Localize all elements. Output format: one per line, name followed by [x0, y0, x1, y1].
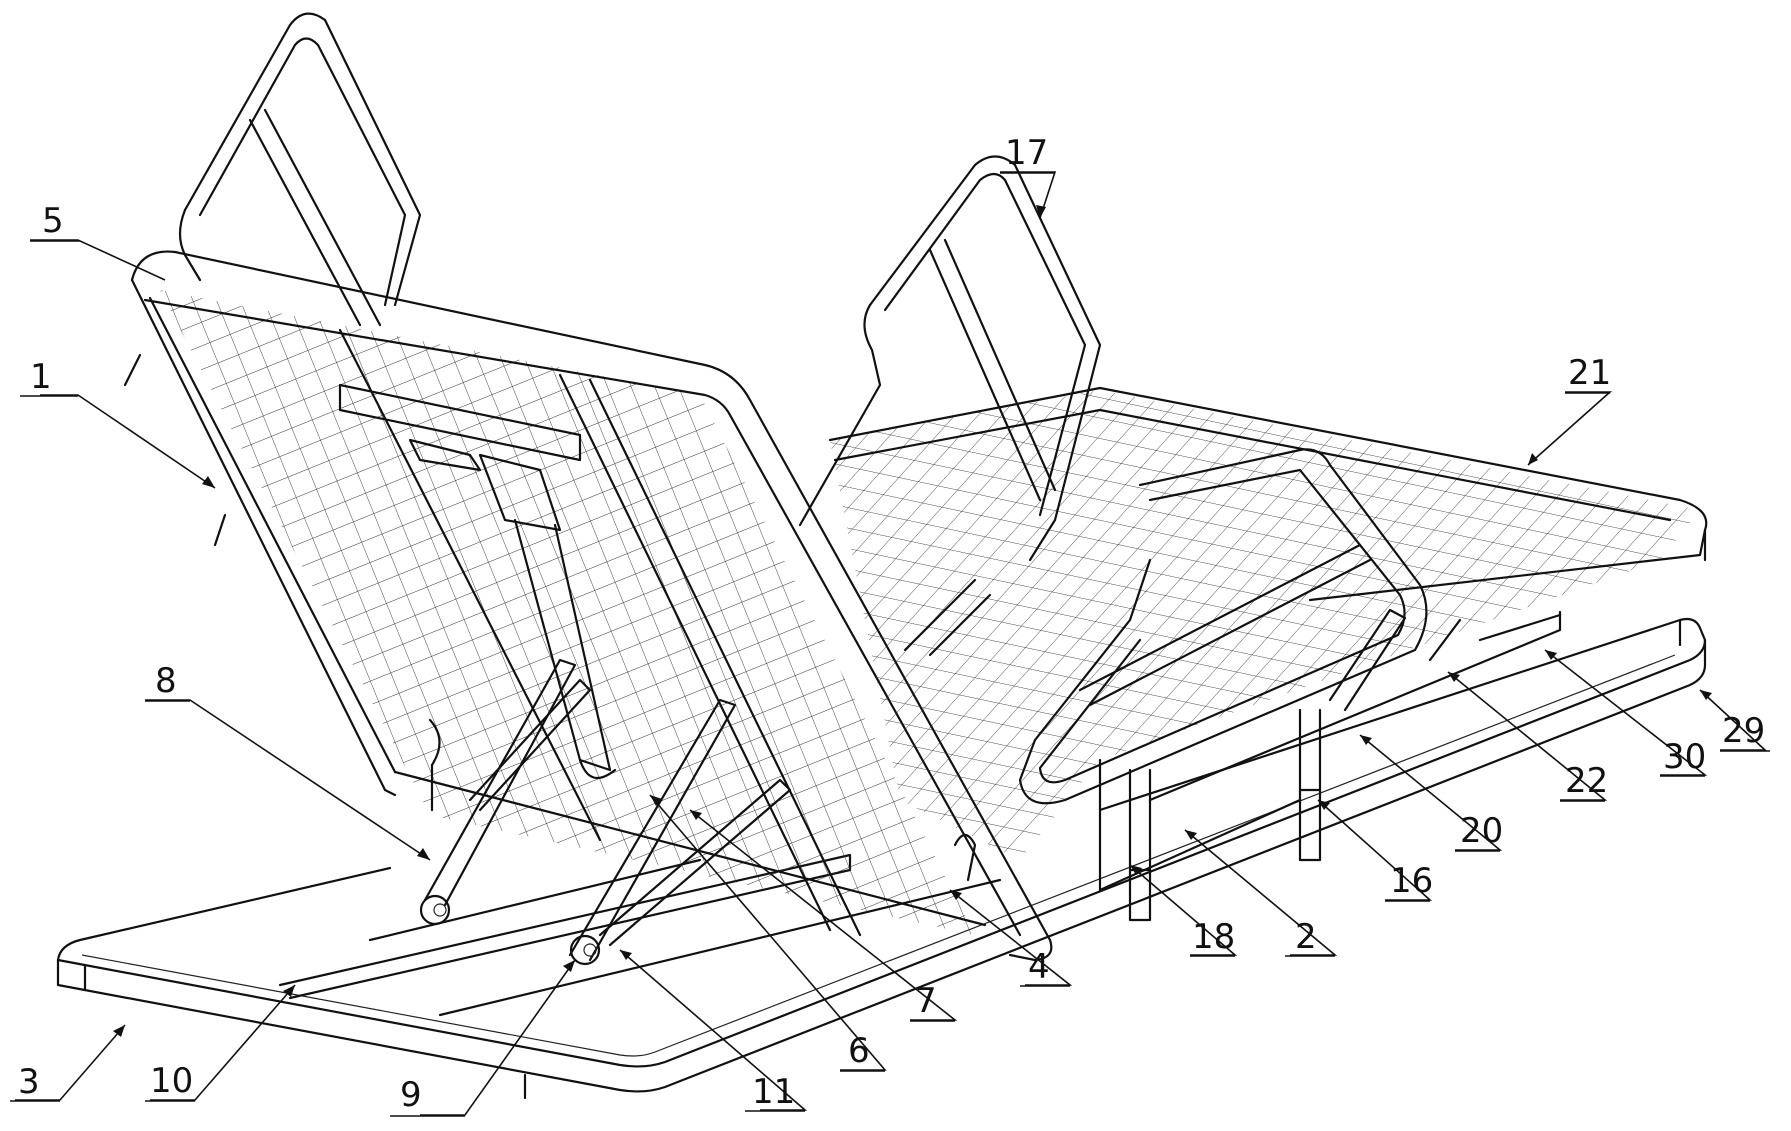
leader-lines: [15, 171, 1768, 1116]
callout-8: 8: [155, 661, 177, 701]
callout-10: 10: [150, 1061, 193, 1101]
callout-20: 20: [1460, 811, 1503, 851]
callout-labels: 1 2 3 4 5 6 7 8 9 10 11 16 17 18 20 21 2…: [10, 133, 1770, 1117]
callout-6: 6: [848, 1031, 870, 1071]
callout-1: 1: [30, 357, 52, 397]
callout-18: 18: [1192, 917, 1235, 957]
callout-7: 7: [915, 981, 937, 1021]
callout-4: 4: [1028, 947, 1050, 987]
base-frame: [56, 610, 1707, 1100]
callout-5: 5: [42, 201, 64, 241]
callout-9: 9: [400, 1075, 422, 1115]
callout-30: 30: [1663, 737, 1706, 777]
callout-29: 29: [1722, 711, 1765, 751]
actuator: [408, 438, 617, 780]
side-rail: [798, 155, 1102, 657]
head-rail: [123, 12, 422, 547]
foot-rail: [1018, 448, 1462, 805]
callout-3: 3: [18, 1062, 40, 1102]
callout-21: 21: [1568, 353, 1611, 393]
callout-17: 17: [1005, 133, 1048, 173]
callout-11: 11: [752, 1072, 795, 1112]
callout-22: 22: [1565, 761, 1608, 801]
callout-16: 16: [1390, 861, 1433, 901]
scissor-legs: [419, 658, 977, 966]
callout-2: 2: [1295, 917, 1317, 957]
